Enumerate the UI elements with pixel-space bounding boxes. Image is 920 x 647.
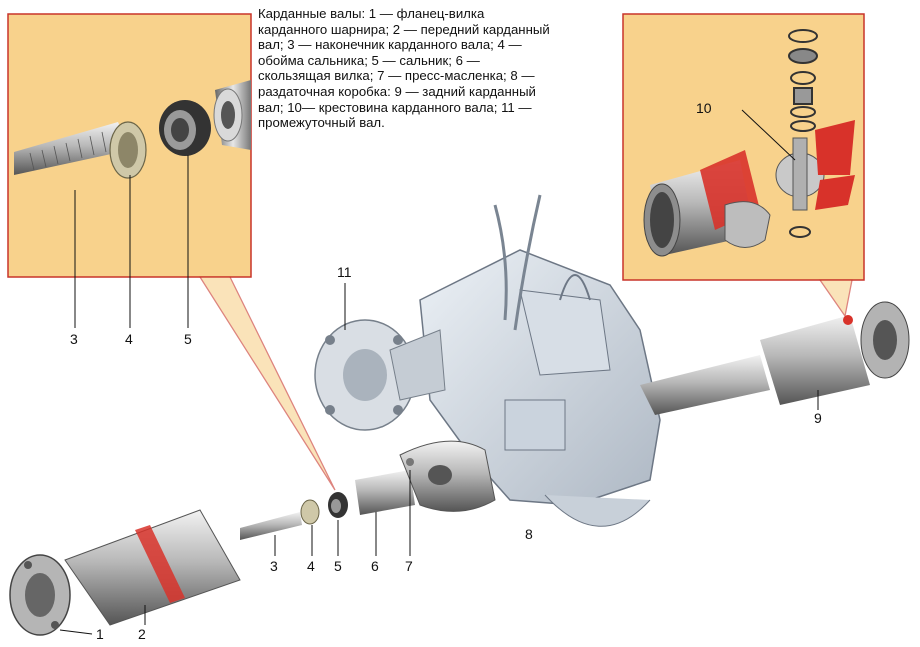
- callout-11: 11: [337, 264, 352, 280]
- inset-lower-yoke: [724, 201, 771, 248]
- flange-yoke: [9, 554, 93, 636]
- inset-splined-shaft: [14, 122, 130, 175]
- callout-6: 6: [371, 558, 379, 574]
- inset-callout-3: 3: [70, 331, 78, 347]
- inset-right-universal-joint: [622, 13, 865, 281]
- callout-4: 4: [307, 558, 315, 574]
- callout-5: 5: [334, 558, 342, 574]
- callout-3: 3: [270, 558, 278, 574]
- callout-2: 2: [138, 626, 146, 642]
- callout-7: 7: [405, 558, 413, 574]
- callout-10: 10: [696, 100, 712, 116]
- inset-left-spline-detail: [7, 13, 252, 328]
- inset-callout-4: 4: [125, 331, 133, 347]
- inset-cross-piece: [775, 120, 855, 211]
- callout-9: 9: [814, 410, 822, 426]
- shaft-tip: [240, 512, 302, 556]
- front-driveshaft: [64, 509, 241, 626]
- inset-callout-5: 5: [184, 331, 192, 347]
- transfer-case: [419, 194, 661, 527]
- callout-1: 1: [96, 626, 104, 642]
- intermediate-shaft: [314, 283, 446, 431]
- inset-oil-seal: [159, 100, 211, 156]
- rear-driveshaft: [640, 301, 910, 415]
- inset-left-pointer: [198, 276, 336, 491]
- inset-mating-yoke: [213, 80, 251, 150]
- inset-right-pointer: [818, 279, 853, 318]
- inset-oil-seal-holder: [109, 121, 147, 179]
- sliding-yoke: [355, 440, 496, 556]
- oil-seal-assembly: [300, 492, 348, 556]
- figure-caption: Карданные валы: 1 — фланец-вилка карданн…: [258, 6, 550, 131]
- inset-bearing-stack: [788, 29, 818, 238]
- callout-8: 8: [525, 526, 533, 542]
